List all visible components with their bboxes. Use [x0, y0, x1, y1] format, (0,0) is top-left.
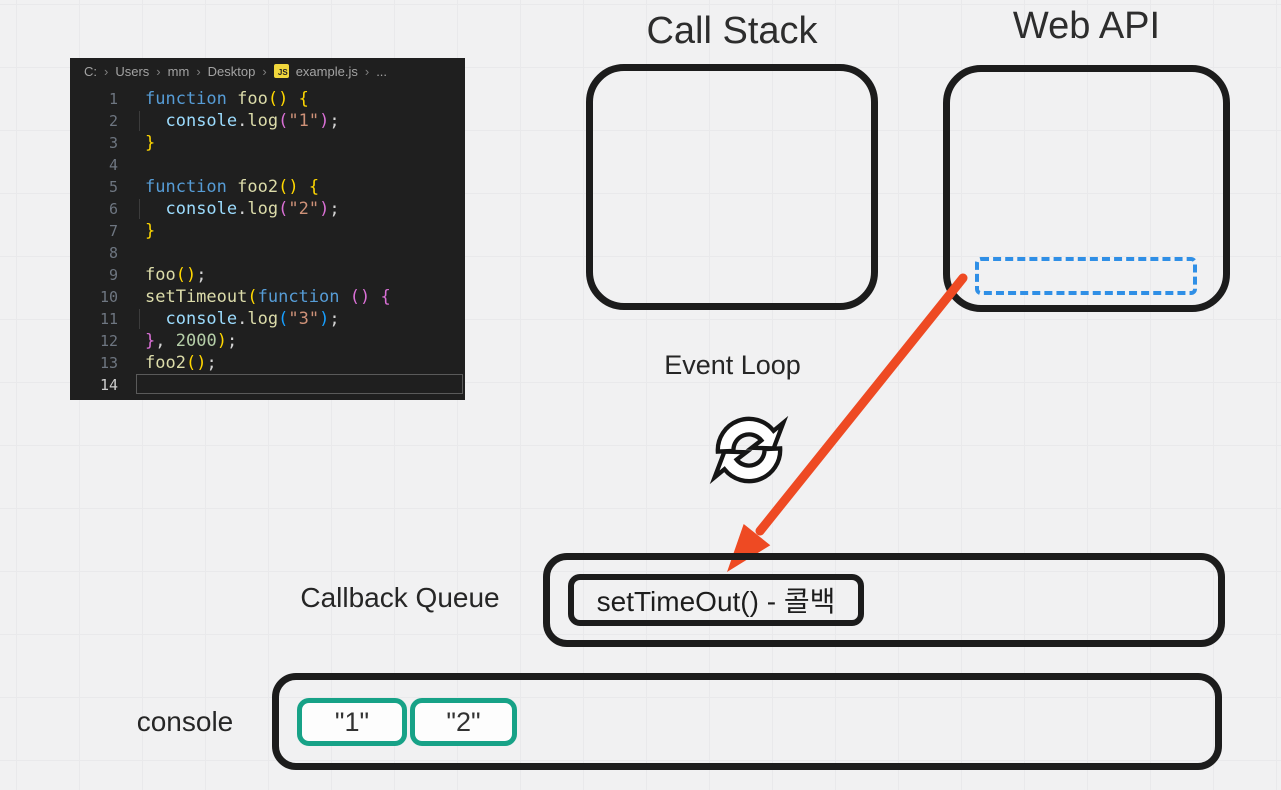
- line-number: 2: [108, 112, 118, 130]
- call-stack-title: Call Stack: [646, 10, 818, 52]
- console-output-item: "2": [410, 698, 517, 746]
- indent-guide: [139, 199, 140, 219]
- code-line: 8: [70, 242, 465, 264]
- web-api-box: [943, 65, 1230, 312]
- line-number: 14: [99, 376, 118, 394]
- current-line-highlight: [136, 374, 463, 394]
- line-number: 13: [99, 354, 118, 372]
- code-line: 14: [70, 374, 465, 396]
- chevron-right-icon: ›: [156, 63, 161, 79]
- callback-item: setTimeOut() - 콜백: [568, 574, 864, 626]
- breadcrumb: C: › Users › mm › Desktop › JS example.js ›...: [70, 58, 465, 84]
- breadcrumb-segment: Desktop: [207, 63, 256, 79]
- call-stack-box: [586, 64, 878, 310]
- code-line: 3}: [70, 132, 465, 154]
- code-line: 11 console.log("3");: [70, 308, 465, 330]
- breadcrumb-filename: example.js: [295, 63, 358, 79]
- line-number: 8: [108, 244, 118, 262]
- line-number: 3: [108, 134, 118, 152]
- line-number: 11: [99, 310, 118, 328]
- event-loop-label: Event Loop: [664, 350, 801, 380]
- line-number: 10: [99, 288, 118, 306]
- console-output-list: "1" "2": [297, 698, 517, 746]
- line-number: 9: [108, 266, 118, 284]
- callback-queue-label: Callback Queue: [300, 582, 500, 613]
- line-number: 4: [108, 156, 118, 174]
- console-output-item: "1": [297, 698, 407, 746]
- chevron-right-icon: ›: [262, 63, 267, 79]
- line-number: 12: [99, 332, 118, 350]
- chevron-right-icon: ›: [196, 63, 201, 79]
- cycle-arrows-icon: [709, 415, 789, 485]
- console-box: "1" "2": [272, 673, 1222, 770]
- line-number: 6: [108, 200, 118, 218]
- breadcrumb-segment: C:: [84, 63, 97, 79]
- line-number: 7: [108, 222, 118, 240]
- chevron-right-icon: ›: [104, 63, 109, 79]
- line-number: 1: [108, 90, 118, 108]
- code-line: 2 console.log("1");: [70, 110, 465, 132]
- console-label: console: [136, 706, 234, 737]
- chevron-right-icon: ›: [364, 63, 370, 79]
- indent-guide: [139, 309, 140, 329]
- breadcrumb-tail: ...: [376, 63, 388, 79]
- js-file-icon: JS: [273, 64, 289, 78]
- code-line: 4: [70, 154, 465, 176]
- web-api-timer-slot: [975, 257, 1197, 295]
- line-number: 5: [108, 178, 118, 196]
- code-line: 12}, 2000);: [70, 330, 465, 352]
- code-line: 6 console.log("2");: [70, 198, 465, 220]
- code-line: 7}: [70, 220, 465, 242]
- indent-guide: [139, 111, 140, 131]
- breadcrumb-segment: Users: [115, 63, 150, 79]
- breadcrumb-segment: mm: [167, 63, 190, 79]
- callback-queue-box: setTimeOut() - 콜백: [543, 553, 1225, 647]
- web-api-title: Web API: [1012, 5, 1161, 47]
